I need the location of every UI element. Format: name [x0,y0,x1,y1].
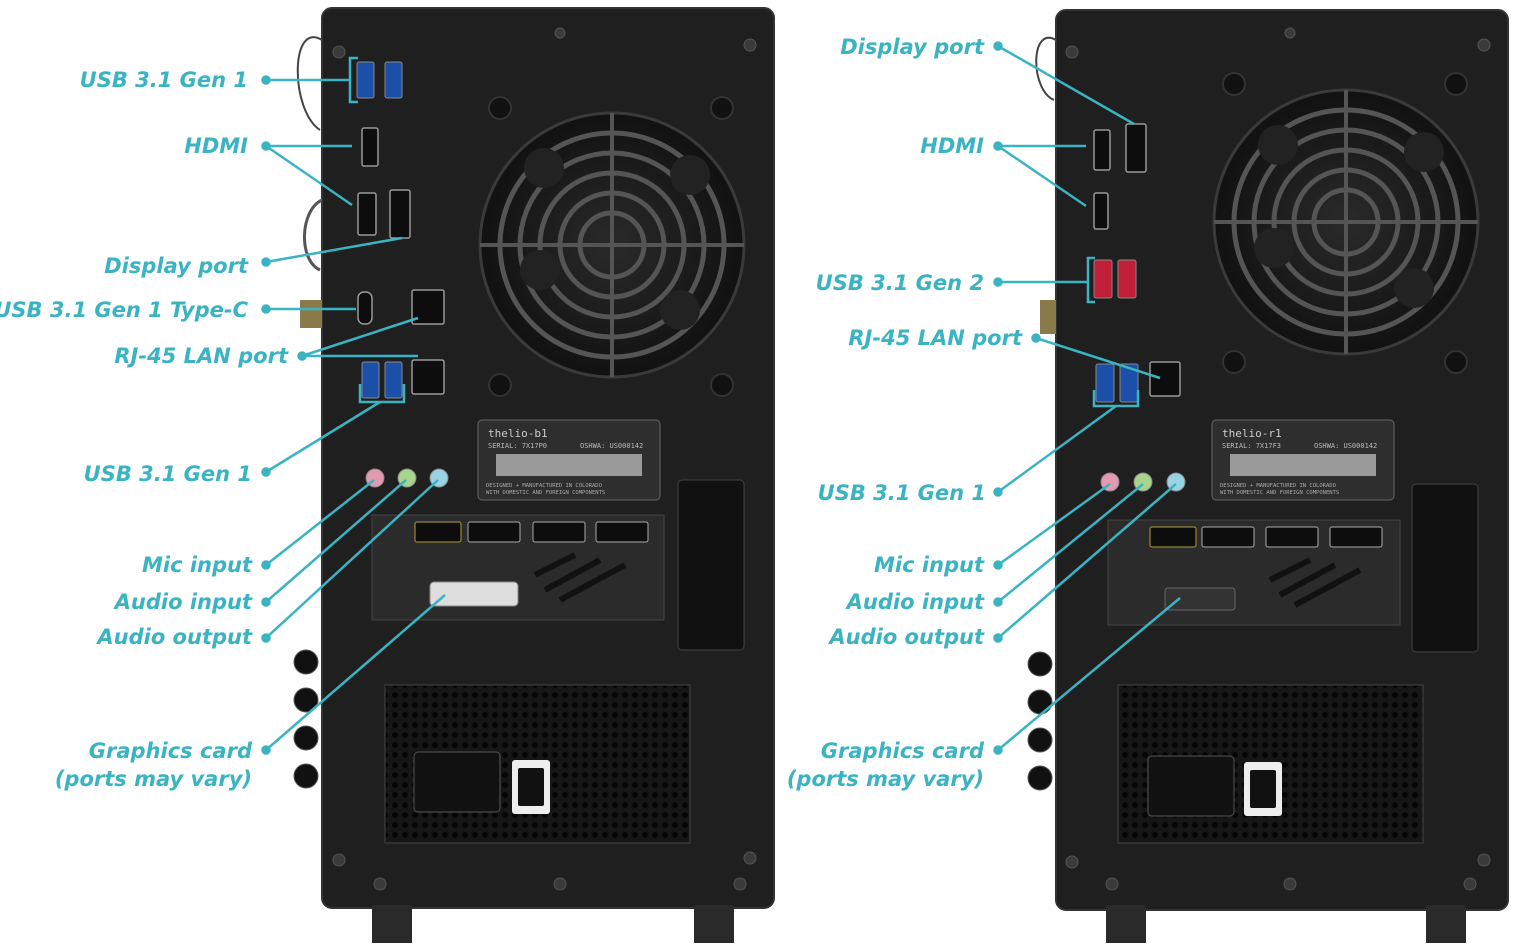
label-right-hdmi: HDMI [920,134,984,158]
left-plate-serial: SERIAL: 7X17P0 [488,442,547,450]
label-left-display-port: Display port [104,254,248,278]
label-left-hdmi: HDMI [184,134,248,158]
label-right-usb: USB 3.1 Gen 1 [817,481,986,505]
right-fan-grill [1212,88,1480,356]
label-left-usb-typec: USB 3.1 Gen 1 Type-C [0,298,248,322]
callout-lines [261,41,1181,755]
right-foot-right [1426,905,1466,943]
label-right-audio-in: Audio input [846,590,984,614]
right-nameplate: thelio-r1 SERIAL: 7X17F3 OSHWA: US000142… [1211,419,1395,501]
right-hdmi-1 [1093,129,1111,171]
left-psu [384,684,691,844]
left-hdmi-2 [357,192,377,236]
left-plate-footer-1: DESIGNED + MANUFACTURED IN COLORADO [486,483,602,489]
label-right-display-port: Display port [840,35,984,59]
left-rj45-1 [411,289,445,325]
right-hdmi-2 [1093,192,1109,230]
left-power-socket [413,751,501,813]
right-displayport [1125,123,1147,173]
right-plate-footer-1: DESIGNED + MANUFACTURED IN COLORADO [1220,483,1336,489]
left-usb-top-ports [356,61,403,99]
right-plate-model: thelio-r1 [1222,427,1282,440]
left-cable-clip [300,300,322,328]
right-plate-oshwa: OSHWA: US000142 [1314,442,1377,450]
left-case: thelio-b1 SERIAL: 7X17P0 OSHWA: US000142… [293,7,775,943]
left-usb-typec [357,291,373,325]
label-left-gpu-note: (ports may vary) [54,767,252,791]
left-nameplate: thelio-b1 SERIAL: 7X17P0 OSHWA: US000142… [477,419,661,501]
label-left-audio-out: Audio output [97,625,252,649]
label-left-usb-top: USB 3.1 Gen 1 [79,68,248,92]
left-cable [296,36,323,131]
screw [332,45,346,59]
label-left-rj45: RJ-45 LAN port [114,344,288,368]
left-foot-right [694,905,734,943]
label-left-mic: Mic input [141,553,252,577]
label-left-audio-in: Audio input [114,590,252,614]
left-usb-bottom-ports [361,361,403,399]
left-rj45-2 [411,359,445,395]
label-right-audio-out: Audio output [829,625,984,649]
right-plate-barcode [1230,454,1376,476]
left-plate-oshwa: OSHWA: US000142 [580,442,643,450]
right-psu [1117,684,1424,844]
label-right-gpu-note: (ports may vary) [786,767,984,791]
right-power-socket [1147,755,1235,817]
left-plate-footer-2: WITH DOMESTIC AND FOREIGN COMPONENTS [486,490,605,496]
right-usb-ports [1095,363,1139,403]
right-rj45 [1149,361,1181,397]
label-right-rj45: RJ-45 LAN port [848,326,1022,350]
left-fan-grill [478,111,746,379]
right-usb-gen2-ports [1093,259,1137,299]
right-plate-footer-2: WITH DOMESTIC AND FOREIGN COMPONENTS [1220,490,1339,496]
left-hdmi-1 [361,127,379,167]
left-displayport [389,189,411,239]
right-gpu-bracket [1107,519,1401,626]
label-right-usb-gen2: USB 3.1 Gen 2 [815,271,984,295]
right-case: thelio-r1 SERIAL: 7X17F3 OSHWA: US000142… [1027,9,1509,943]
label-right-mic: Mic input [873,553,984,577]
left-plate-barcode [496,454,642,476]
label-left-usb-bottom: USB 3.1 Gen 1 [83,462,252,486]
label-right-gpu: Graphics card [820,739,984,763]
left-gpu-bracket [371,514,665,621]
right-foot-left [1106,905,1146,943]
left-plate-model: thelio-b1 [488,427,548,440]
left-expansion-slot [677,479,745,651]
right-expansion-slot [1411,483,1479,653]
left-foot-left [372,905,412,943]
label-left-gpu: Graphics card [88,739,252,763]
right-plate-serial: SERIAL: 7X17F3 [1222,442,1281,450]
